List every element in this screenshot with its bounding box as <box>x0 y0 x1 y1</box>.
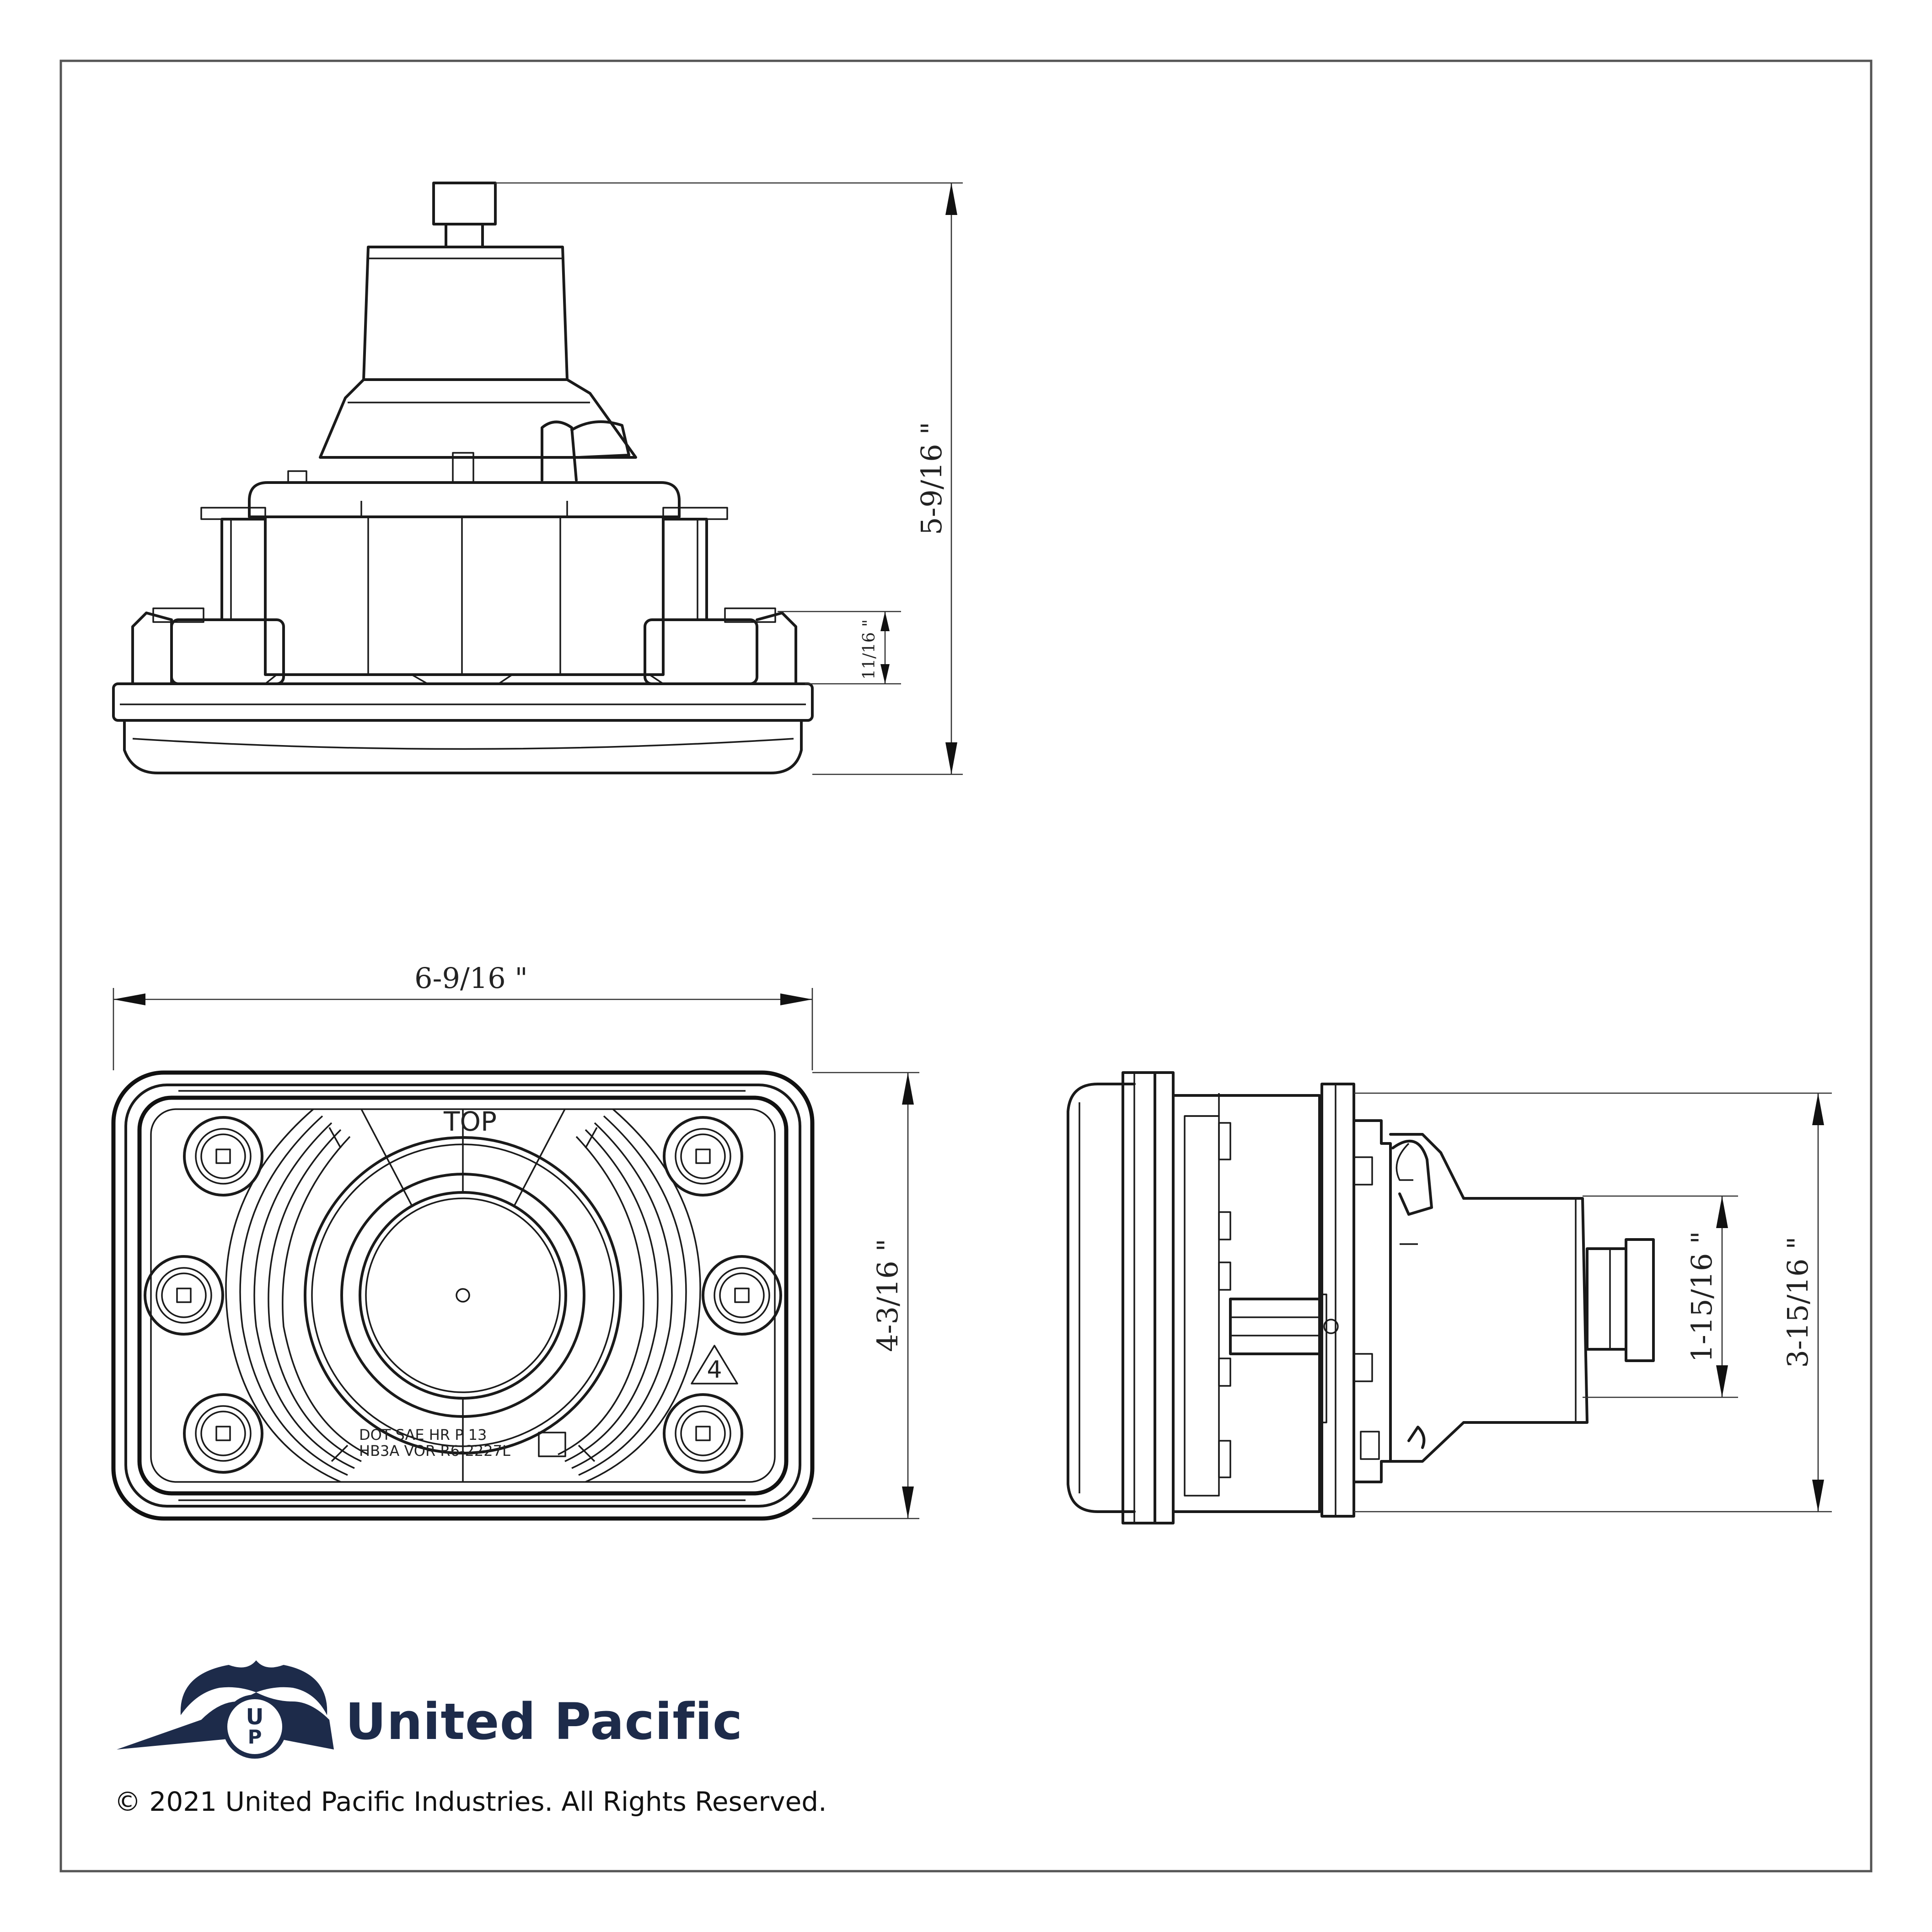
side-view <box>1067 1071 1655 1524</box>
side-view-connector-label: 1-15/16 " <box>1685 1231 1718 1362</box>
top-view-dimensions: 5-9/16 " 11/16 " <box>495 182 963 775</box>
top-view-height-label: 5-9/16 " <box>915 422 948 535</box>
united-pacific-wing-logo-icon: U P <box>117 1660 334 1759</box>
front-view-width-label: 6-9/16 " <box>414 961 528 995</box>
top-view <box>112 182 814 774</box>
drawing-frame <box>59 59 1873 1873</box>
warning-number: 4 <box>707 1356 722 1384</box>
certification-stamp-line1: DOT SAE HR P 13 <box>359 1426 487 1444</box>
side-view-height-label: 3-15/16 " <box>1781 1236 1814 1368</box>
front-view-dimensions: 6-9/16 " 4-3/16 " <box>113 961 919 1519</box>
mounting-bosses <box>144 1116 782 1474</box>
warning-triangle-icon <box>691 1345 738 1385</box>
top-view-base-height-label: 11/16 " <box>860 619 879 680</box>
stamp-box-icon <box>538 1432 566 1457</box>
svg-text:P: P <box>248 1726 262 1748</box>
brand-name: United Pacific <box>345 1692 743 1751</box>
copyright-notice: © 2021 United Pacific Industries. All Ri… <box>114 1786 827 1817</box>
side-view-dimensions: 3-15/16 " 1-15/16 " <box>1354 1092 1832 1513</box>
certification-stamp-line2: HB3A VOR R6-2227L <box>359 1442 510 1460</box>
top-marking: TOP <box>443 1106 497 1137</box>
front-view: TOP 4 DOT SAE HR P 13 HB3A VOR R6-2227L <box>111 1070 815 1521</box>
svg-text:U: U <box>246 1704 264 1730</box>
front-view-height-label: 4-3/16 " <box>871 1239 904 1352</box>
